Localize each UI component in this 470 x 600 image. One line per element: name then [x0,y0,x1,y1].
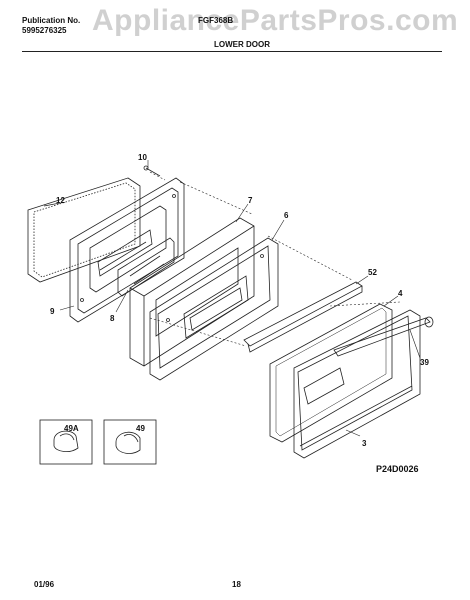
callout-6: 6 [284,211,289,220]
callout-4: 4 [398,289,403,298]
leader-lines [59,160,421,437]
door-handle-part [333,316,434,357]
door-liner-part [129,217,255,367]
header-rule [22,51,442,52]
callout-49: 49 [136,424,145,433]
callout-49a: 49A [64,424,79,433]
callout-3: 3 [362,439,367,448]
inner-glass-part [117,237,175,297]
section-title: LOWER DOOR [214,40,270,49]
figure-code: P24D0026 [376,464,419,474]
callout-8: 8 [110,314,115,323]
callout-52: 52 [368,268,377,277]
assembly-guides [149,171,401,347]
knob-49a-box [39,419,93,465]
knob-49-box [103,419,157,465]
footer-date: 01/96 [34,580,55,589]
callout-12: 12 [56,196,65,205]
watermark: AppliancePartsPros.com [92,4,459,37]
trim-strip-part [243,281,363,353]
outer-door-part [293,309,421,459]
publication-info: Publication No. 5995276325 [22,16,80,36]
callout-9: 9 [50,307,55,316]
outer-glass-part [269,303,393,443]
door-panel-part [149,237,279,381]
publication-number: 5995276325 [22,26,67,35]
callout-10: 10 [138,153,147,162]
inner-door-frame-part [69,177,185,323]
footer-page-number: 18 [232,580,241,589]
publication-label: Publication No. [22,16,81,25]
screw-part [143,165,161,177]
model-number: FGF368B [198,16,234,25]
callout-labels: 10 12 7 6 9 8 52 4 39 3 49A 49 [50,153,429,448]
callout-7: 7 [248,196,253,205]
callout-39: 39 [420,358,429,367]
